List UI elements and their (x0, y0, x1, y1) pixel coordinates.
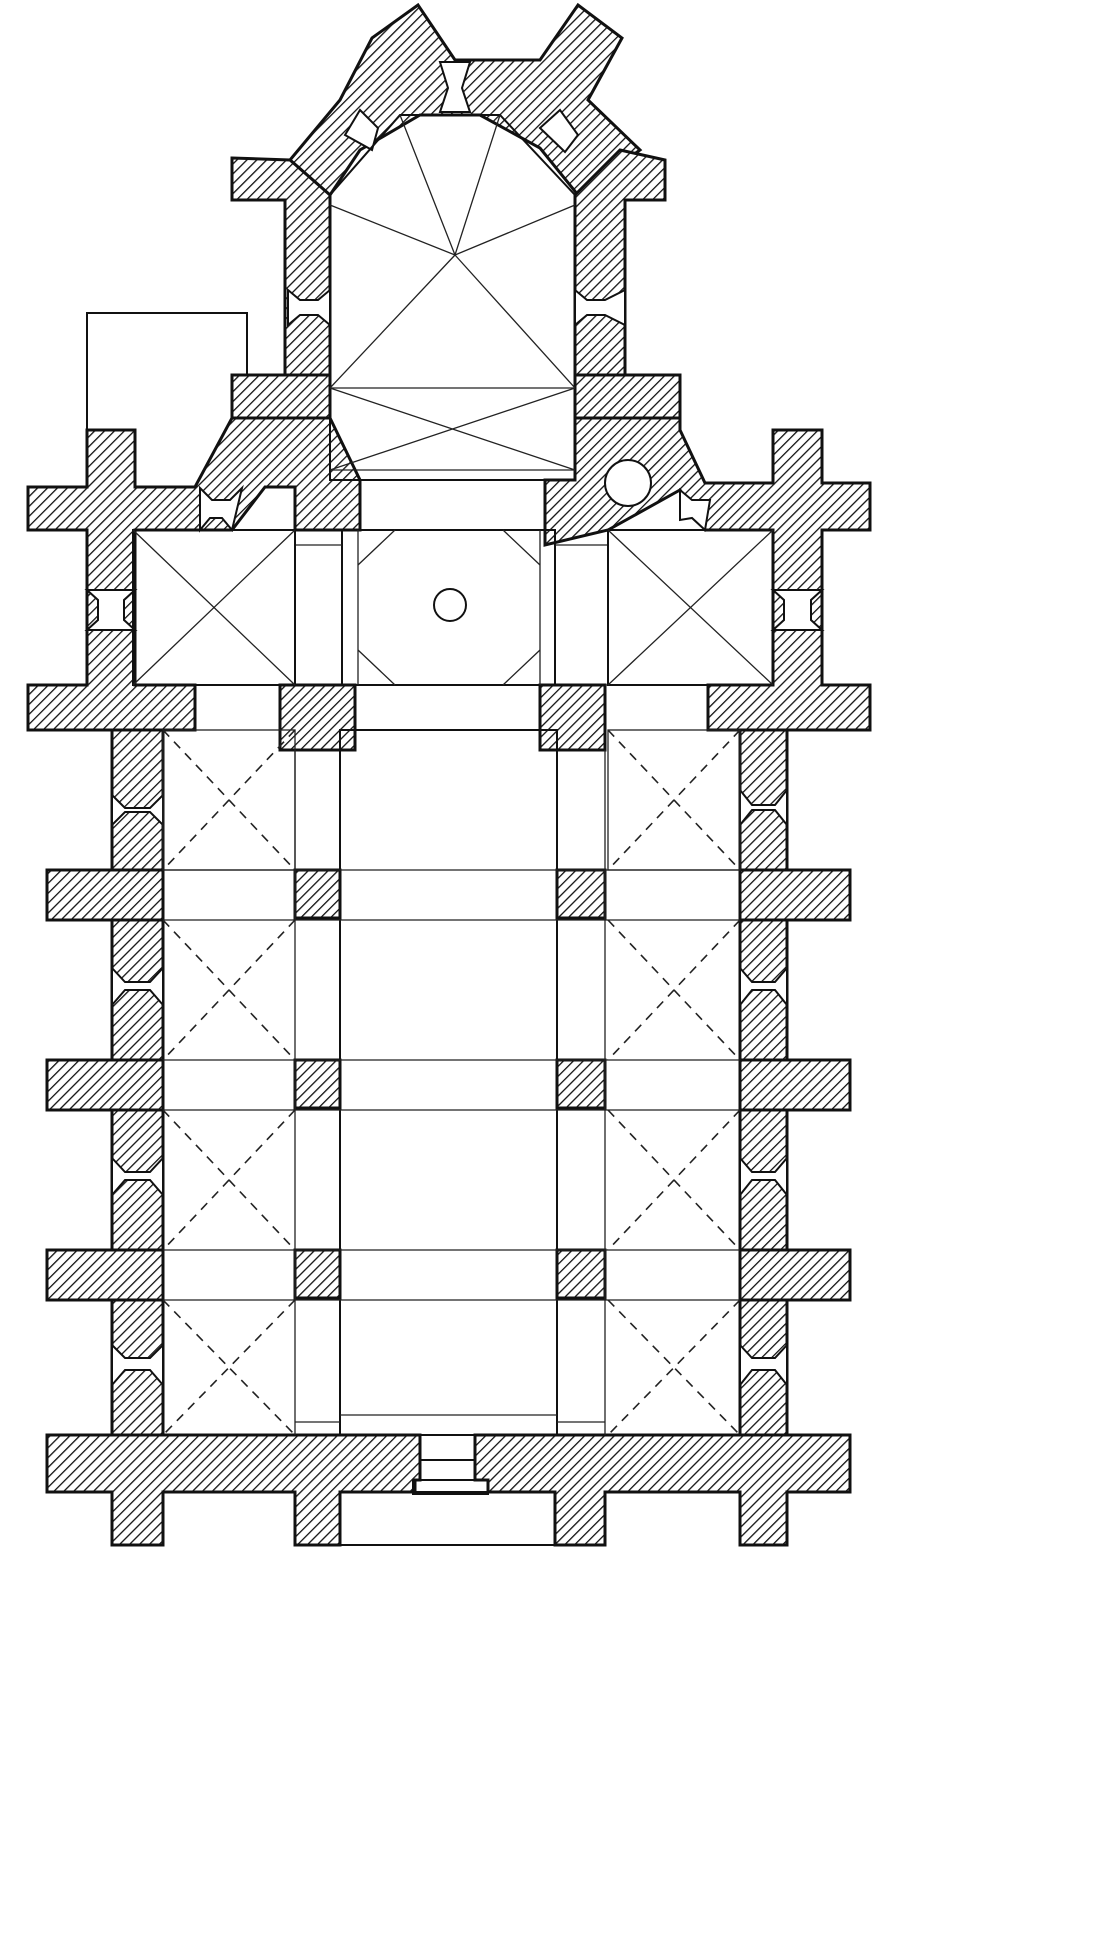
nave-windows (111, 787, 788, 1388)
apse-walls (230, 2, 682, 482)
apse-windows (287, 61, 626, 328)
nave-walls (45, 728, 852, 1547)
crossing-vault (195, 529, 708, 686)
nave-lines (163, 729, 740, 1436)
sacristy-outline (86, 312, 248, 430)
south-transept-vault (607, 529, 774, 686)
transept-walls (26, 416, 872, 872)
choir-vault (329, 114, 576, 481)
crossing-oculus (433, 588, 467, 622)
north-transept-vault (132, 529, 296, 686)
transept-windows (84, 484, 825, 631)
north-aisle-vaults (162, 729, 296, 1436)
south-aisle-vaults (607, 729, 741, 1436)
nave-piers (293, 868, 607, 1300)
west-facade (45, 1433, 422, 1547)
entrance-steps (339, 1459, 556, 1546)
stair-turret (604, 459, 652, 507)
